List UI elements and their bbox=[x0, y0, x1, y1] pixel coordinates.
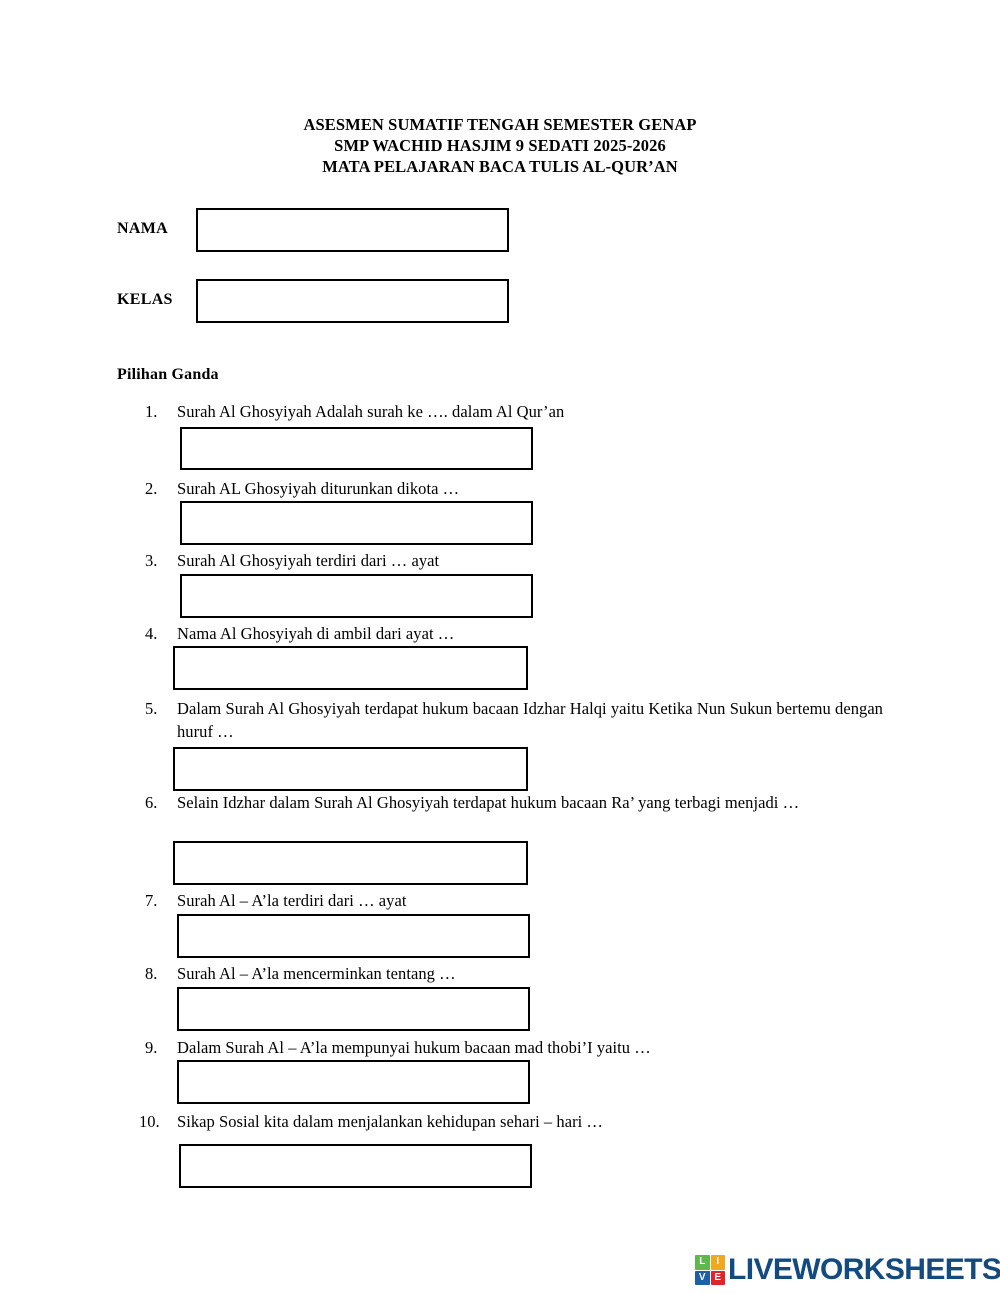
question-3-text: Surah Al Ghosyiyah terdiri dari … ayat bbox=[177, 551, 440, 570]
section-heading-pilihan-ganda: Pilihan Ganda bbox=[117, 366, 219, 383]
question-2-number: 2. bbox=[145, 479, 158, 498]
question-5-text: Dalam Surah Al Ghosyiyah terdapat hukum … bbox=[177, 699, 883, 741]
question-9-answer-input[interactable] bbox=[177, 1060, 530, 1104]
question-10-text: Sikap Sosial kita dalam menjalankan kehi… bbox=[177, 1112, 603, 1131]
question-8-answer-input[interactable] bbox=[177, 987, 530, 1031]
logo-tile-i: I bbox=[710, 1255, 725, 1270]
identity-row-kelas: KELAS bbox=[117, 279, 537, 325]
question-7-answer-input[interactable] bbox=[177, 914, 530, 958]
question-5-answer-input[interactable] bbox=[173, 747, 528, 791]
kelas-input[interactable] bbox=[196, 279, 509, 323]
liveworksheets-wordmark: LIVEWORKSHEETS bbox=[728, 1253, 1000, 1286]
identity-row-nama: NAMA bbox=[117, 208, 537, 254]
question-1-text: Surah Al Ghosyiyah Adalah surah ke …. da… bbox=[177, 402, 565, 421]
kelas-label: KELAS bbox=[117, 291, 173, 308]
question-9-number: 9. bbox=[145, 1038, 158, 1057]
question-7-text: Surah Al – A’la terdiri dari … ayat bbox=[177, 891, 407, 910]
liveworksheets-logo-tiles: L I V E bbox=[695, 1255, 725, 1285]
nama-label: NAMA bbox=[117, 220, 168, 237]
question-8-text: Surah Al – A’la mencerminkan tentang … bbox=[177, 964, 456, 983]
question-1-number: 1. bbox=[145, 402, 158, 421]
header-line-2: SMP WACHID HASJIM 9 SEDATI 2025-2026 bbox=[334, 136, 666, 155]
question-9-text: Dalam Surah Al – A’la mempunyai hukum ba… bbox=[177, 1038, 651, 1057]
question-4-text: Nama Al Ghosyiyah di ambil dari ayat … bbox=[177, 624, 455, 643]
header-line-1: ASESMEN SUMATIF TENGAH SEMESTER GENAP bbox=[303, 115, 697, 134]
header-line-3: MATA PELAJARAN BACA TULIS AL-QUR’AN bbox=[322, 157, 678, 176]
question-5-number: 5. bbox=[145, 699, 158, 718]
logo-tile-e: E bbox=[710, 1270, 725, 1285]
logo-tile-l: L bbox=[695, 1255, 710, 1270]
question-10-number: 10. bbox=[139, 1112, 160, 1131]
question-2-text: Surah AL Ghosyiyah diturunkan dikota … bbox=[177, 479, 460, 498]
liveworksheets-logo: L I V E LIVEWORKSHEETS bbox=[695, 1251, 1000, 1289]
question-6-text: Selain Idzhar dalam Surah Al Ghosyiyah t… bbox=[177, 793, 800, 812]
logo-tile-v: V bbox=[695, 1270, 710, 1285]
question-2-answer-input[interactable] bbox=[180, 501, 533, 545]
question-10-answer-input[interactable] bbox=[179, 1144, 532, 1188]
question-1-answer-input[interactable] bbox=[180, 427, 533, 470]
question-4-answer-input[interactable] bbox=[173, 646, 528, 690]
question-4-number: 4. bbox=[145, 624, 158, 643]
nama-input[interactable] bbox=[196, 208, 509, 252]
question-6-answer-input[interactable] bbox=[173, 841, 528, 885]
question-3-number: 3. bbox=[145, 551, 158, 570]
question-6-number: 6. bbox=[145, 793, 158, 812]
question-7-number: 7. bbox=[145, 891, 158, 910]
question-3-answer-input[interactable] bbox=[180, 574, 533, 618]
question-8-number: 8. bbox=[145, 964, 158, 983]
document-header: ASESMEN SUMATIF TENGAH SEMESTER GENAP SM… bbox=[0, 114, 1000, 177]
